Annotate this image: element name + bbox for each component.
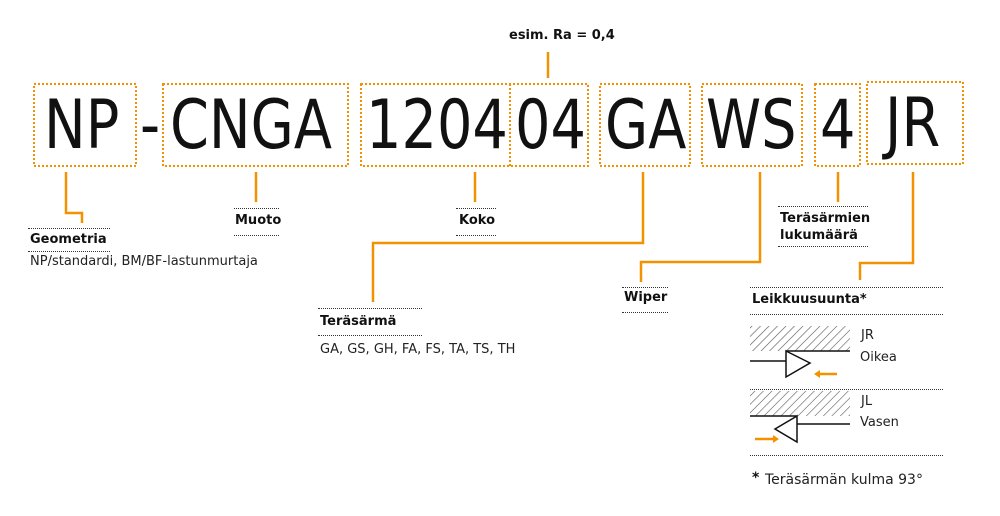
right-hand-diagram <box>750 326 850 379</box>
divider <box>622 287 668 288</box>
edge-title: Teräsärmä <box>320 314 397 329</box>
divider <box>234 208 279 209</box>
code-edges-count: 4 <box>820 86 856 165</box>
divider <box>750 287 943 288</box>
connector-edge <box>371 172 645 302</box>
code-direction: JR <box>885 84 941 163</box>
divider <box>28 251 110 252</box>
footnote: Teräsärmän kulma 93° <box>765 472 923 488</box>
divider <box>750 389 943 390</box>
box-wiper <box>701 83 803 167</box>
divider <box>234 235 279 236</box>
code-dash: - <box>140 86 161 165</box>
shape-title: Muoto <box>235 213 282 228</box>
size-title: Koko <box>459 213 496 228</box>
wiper-title: Wiper <box>624 290 668 305</box>
box-shape <box>162 83 349 167</box>
example-label: esim. Ra = 0,4 <box>509 28 615 43</box>
divider <box>622 312 668 313</box>
box-direction <box>866 81 964 165</box>
divider <box>750 455 943 456</box>
divider <box>318 308 422 309</box>
right-code: JR <box>861 328 874 343</box>
geometry-desc: NP/standardi, BM/BF-lastunmurtaja <box>30 254 258 269</box>
divider <box>318 335 422 336</box>
connector-geometry <box>64 172 84 223</box>
divider <box>456 235 496 236</box>
left-hand-diagram <box>750 391 850 444</box>
box-size <box>360 83 589 167</box>
direction-title: Leikkuusuunta* <box>752 292 867 307</box>
code-edge: GA <box>605 86 687 165</box>
divider <box>28 228 110 229</box>
box-edges-count <box>814 83 861 167</box>
right-name: Oikea <box>860 350 897 365</box>
connector-wiper <box>639 172 762 282</box>
geometry-title: Geometria <box>30 232 107 247</box>
box-edge <box>599 83 691 167</box>
edges-count-title-2: lukumäärä <box>780 228 858 243</box>
code-wiper: WS <box>706 86 797 165</box>
code-radius: 04 <box>515 86 586 165</box>
left-code: JL <box>861 394 873 409</box>
code-shape: CNGA <box>170 86 333 165</box>
divider <box>750 314 943 315</box>
edges-count-title-1: Teräsärmien <box>780 211 871 226</box>
divider <box>778 246 868 247</box>
left-name: Vasen <box>860 415 899 430</box>
divider <box>778 206 868 207</box>
code-geometry: NP <box>44 86 120 165</box>
connector-direction <box>858 172 915 280</box>
code-size: 1204 <box>366 86 508 165</box>
divider <box>456 208 496 209</box>
footnote-mark: * <box>752 470 760 486</box>
edge-desc: GA, GS, GH, FA, FS, TA, TS, TH <box>320 342 516 357</box>
